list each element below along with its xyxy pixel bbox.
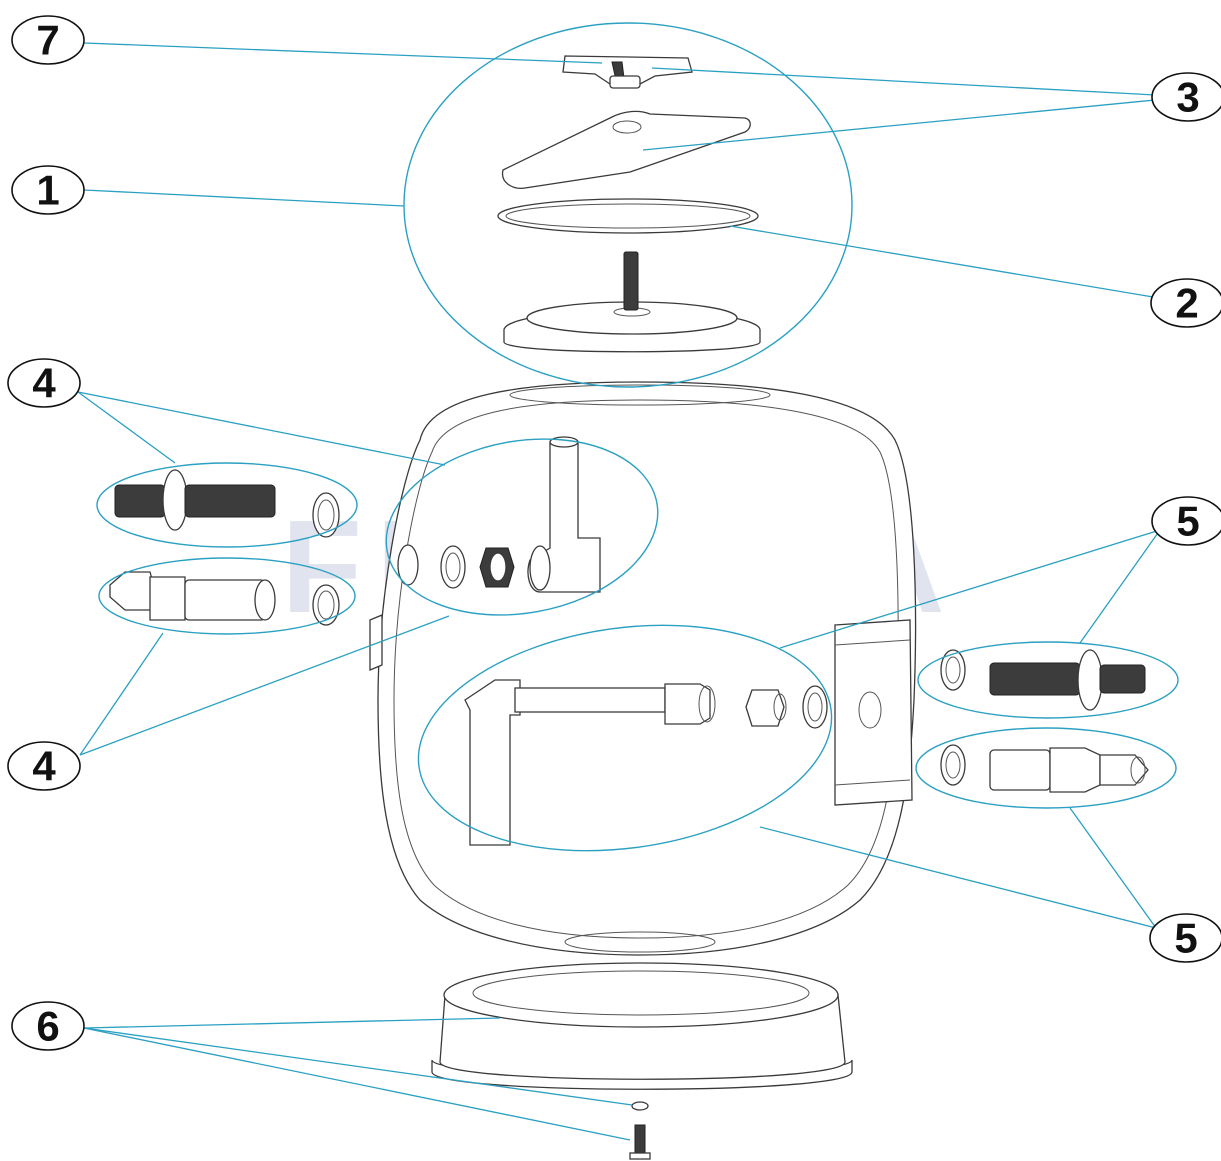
right-external-union-fitting [940,744,1149,793]
left-external-union-fitting [109,571,340,626]
right-internal-fittings [464,679,828,846]
callout-4-bottom: 4 [7,741,81,791]
left-internal-group-ellipse [385,438,659,616]
leader-lines [77,42,1161,1141]
callout-1: 1 [11,165,85,215]
filter-tank-body [369,381,917,956]
tank-base [431,962,853,1160]
right-threaded-group-ellipse [917,641,1179,719]
callout-5-bottom: 5 [1149,913,1221,963]
callout-5-bottom-label: 5 [1174,915,1197,962]
left-union-group-ellipse [98,557,356,635]
callout-4-top-label: 4 [32,360,56,407]
left-external-threaded-fitting [114,469,340,538]
callout-2-label: 2 [1175,280,1198,327]
callout-3-label: 3 [1176,74,1199,121]
right-union-group-ellipse [915,727,1177,809]
right-internal-group-ellipse [417,624,833,852]
callout-7-label: 7 [36,17,59,64]
callout-4-top: 4 [7,358,81,408]
callout-3: 3 [1151,72,1221,122]
left-threaded-group-ellipse [96,462,358,548]
callout-4-bottom-label: 4 [32,743,56,790]
lid-assembly [497,55,761,353]
left-internal-fittings [397,436,601,593]
callout-5-top-label: 5 [1176,498,1199,545]
callout-5-top: 5 [1151,496,1221,546]
lid-group-ellipse [403,22,853,388]
callout-6-label: 6 [36,1003,59,1050]
callout-1-label: 1 [36,167,59,214]
right-external-threaded-fitting [940,649,1146,711]
callout-2: 2 [1150,278,1221,328]
callout-6: 6 [11,1001,85,1051]
callout-7: 7 [11,15,85,65]
